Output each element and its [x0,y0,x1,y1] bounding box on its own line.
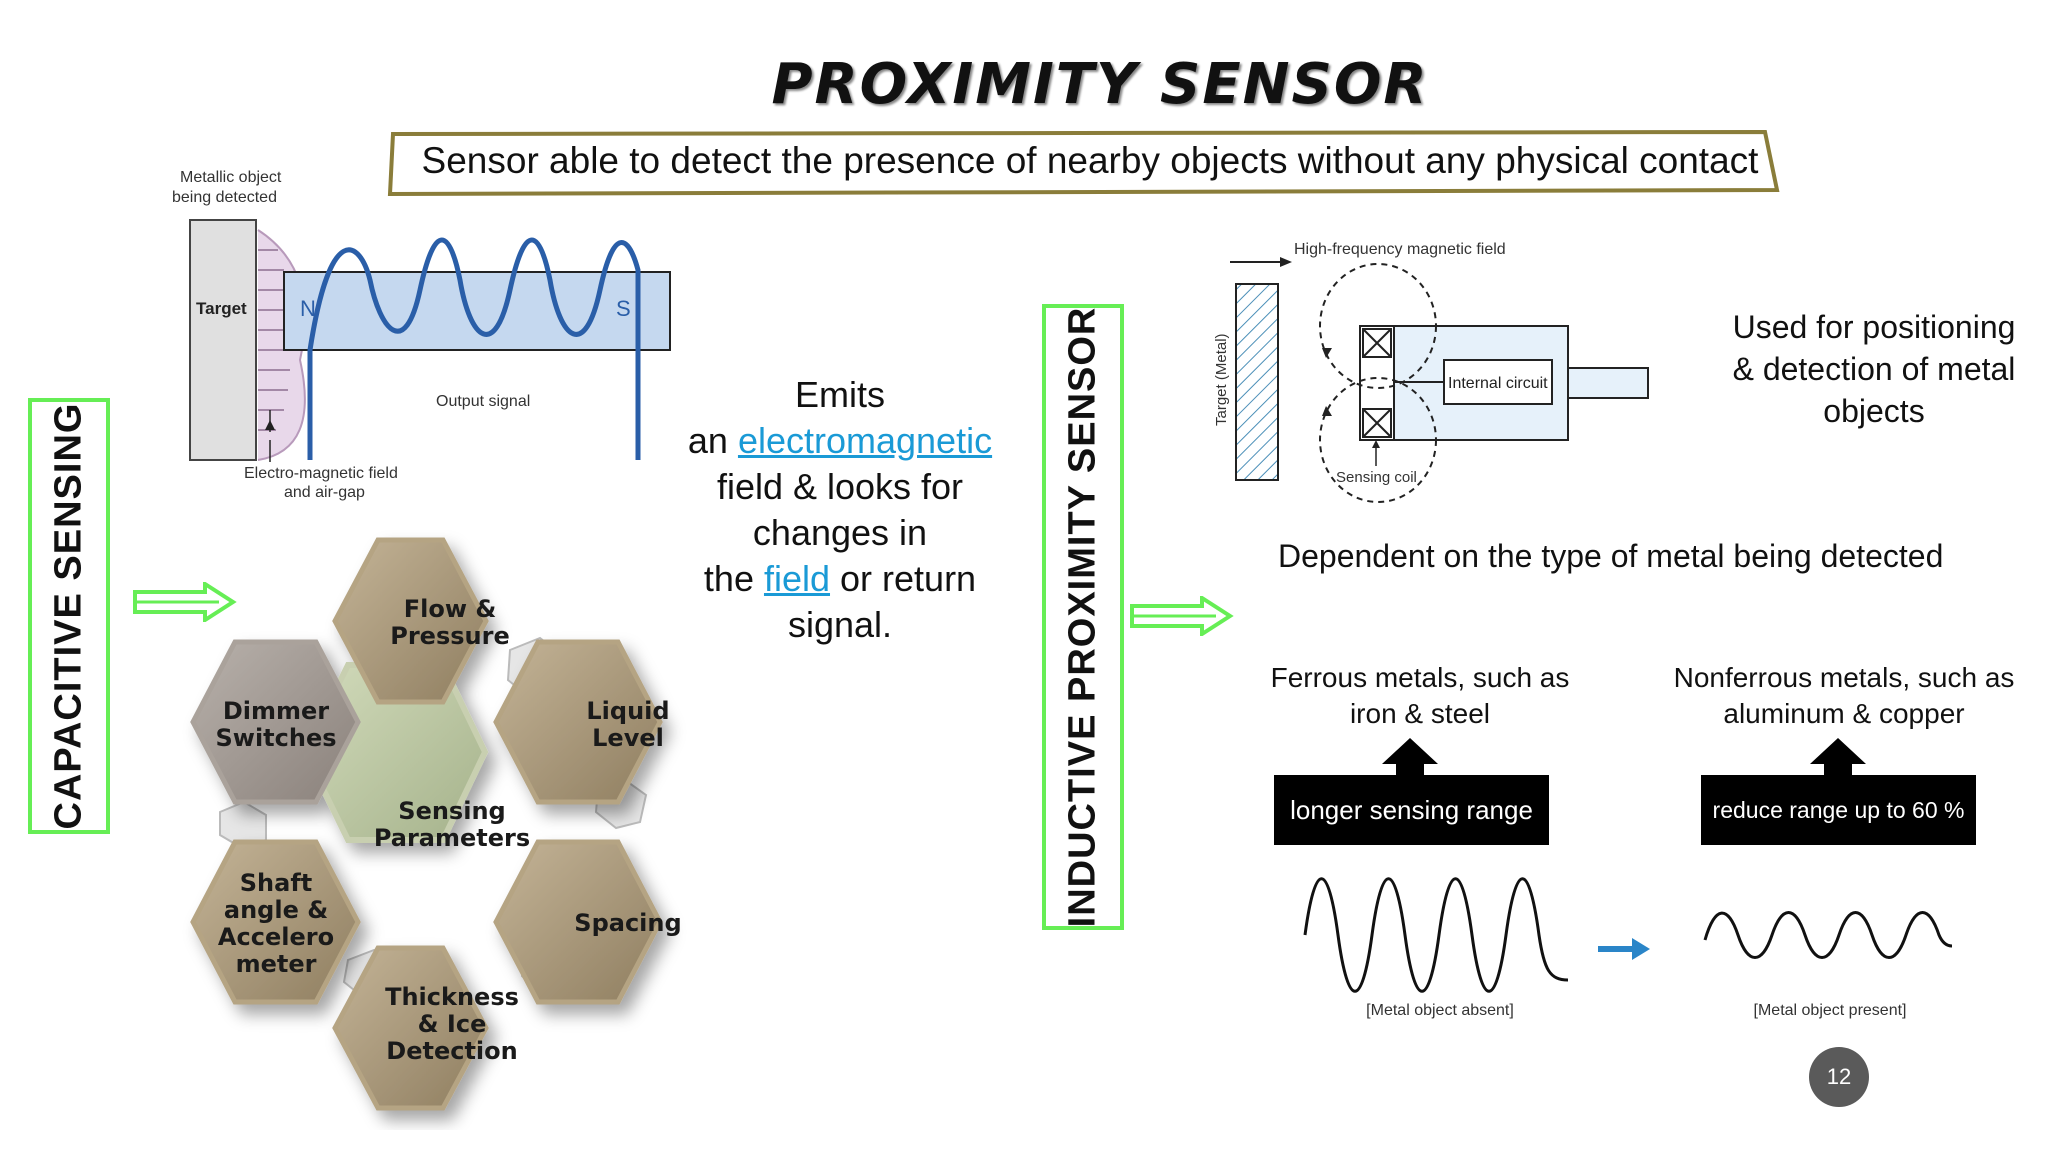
hex-right-top [493,639,663,805]
arrow-right-icon [1130,596,1234,636]
hex-left-bottom [190,839,361,1005]
up-arrow-icon [1382,738,1438,776]
capacitive-sensing-text: CAPACITIVE SENSING [47,402,90,830]
sensing-coil-label: Sensing coil [1336,469,1417,486]
emits-line-4: changes in [752,512,928,553]
field-link[interactable]: field [763,558,831,599]
field-label-2: and air-gap [284,484,365,501]
capacitive-sensing-label: CAPACITIVE SENSING [28,398,110,834]
emits-line-5-post: or return [830,558,977,599]
present-caption: [Metal object present] [1753,1002,1907,1019]
used-for-text: Used for positioning & detection of meta… [1732,309,2016,429]
metallic-object-label-2: being detected [172,189,277,206]
sensing-parameters-hexagons [190,537,663,1111]
output-signal-label: Output signal [436,393,530,410]
inductive-sensor-text: INDUCTIVE PROXIMITY SENSOR [1061,306,1104,928]
metallic-object-label-1: Metallic object [180,169,282,186]
hex-bottom [332,945,489,1111]
page-number: 12 [1809,1047,1869,1107]
hex-left-top [190,639,361,805]
electromagnetic-link[interactable]: electromagnetic [737,420,993,461]
blue-arrow-icon [1598,938,1650,960]
subtitle-banner [387,129,1780,197]
emits-line-5-pre: the [703,558,764,599]
absent-caption: [Metal object absent] [1366,1002,1514,1019]
arrow-right-icon [133,582,237,622]
page-title: PROXIMITY SENSOR [771,52,1429,117]
target-metal-label: Target (Metal) [1213,333,1230,426]
dependent-text: Dependent on the type of metal being det… [1278,538,1944,574]
hf-field-label: High-frequency magnetic field [1294,241,1506,258]
longer-range-box: longer sensing range [1274,775,1549,845]
emits-line-1: Emits [795,374,885,415]
internal-circuit-label: Internal circuit [1448,375,1548,392]
emits-line-3: field & looks for [716,466,964,507]
wave-absent [1303,877,1569,993]
hex-right-bottom-label: Spacing [574,909,682,937]
up-arrow-icon [1810,738,1866,776]
pole-s-label: S [616,296,631,321]
hex-top [332,537,489,705]
field-label-1: Electro-magnetic field [244,465,398,482]
emits-line-6: signal. [787,604,893,645]
emits-description: Emits an electromagnetic field & looks f… [660,372,1020,648]
reduce-range-box: reduce range up to 60 % [1701,775,1976,845]
subtitle: Sensor able to detect the presence of ne… [421,140,1759,181]
hex-top-label: Flow &Pressure [390,595,510,650]
capacitive-sensor-diagram: Metallic object being detected Target N … [172,169,671,501]
pole-n-label: N [300,296,316,321]
hex-right-bottom [493,839,663,1005]
emits-line-2-pre: an [687,420,738,461]
inductive-sensor-diagram: High-frequency magnetic field Target (Me… [1213,241,1649,503]
inductive-sensor-label: INDUCTIVE PROXIMITY SENSOR [1042,304,1124,930]
wave-present [1703,911,1953,959]
target-label: Target [196,299,247,318]
